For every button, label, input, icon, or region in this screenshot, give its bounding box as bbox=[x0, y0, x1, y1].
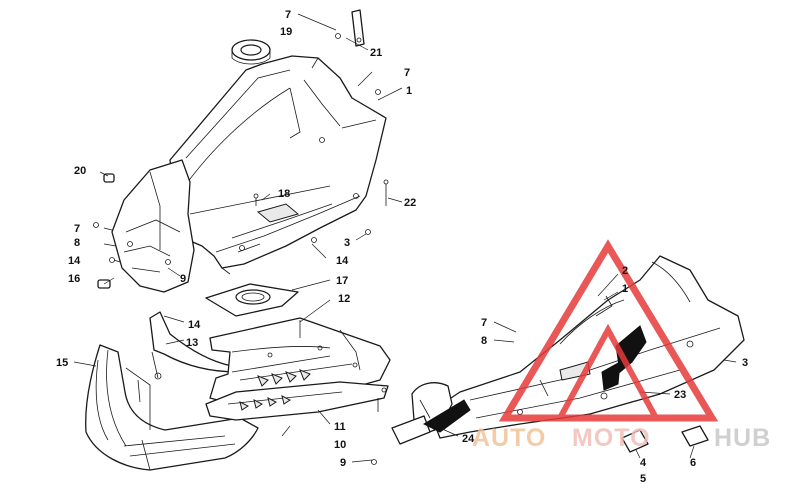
callout-9: 9 bbox=[340, 457, 346, 469]
bracket-part-21 bbox=[351, 9, 365, 47]
callout-7: 7 bbox=[481, 317, 487, 329]
callout-3: 3 bbox=[742, 357, 748, 369]
callout-8: 8 bbox=[74, 237, 80, 249]
watermark-text-hub: HUB bbox=[714, 424, 771, 452]
callout-3: 3 bbox=[344, 237, 350, 249]
callout-18: 18 bbox=[278, 188, 290, 200]
callout-21: 21 bbox=[370, 47, 382, 59]
callout-15: 15 bbox=[56, 357, 68, 369]
inserts-parts-4-6 bbox=[621, 425, 709, 453]
callout-22: 22 bbox=[404, 197, 416, 209]
watermark-text-auto: AUTO bbox=[472, 424, 546, 452]
callout-14: 14 bbox=[336, 255, 349, 267]
callout-7: 7 bbox=[285, 9, 291, 21]
left-side-panel bbox=[111, 159, 195, 293]
rear-assembly-part-1 bbox=[429, 255, 745, 439]
callout-20: 20 bbox=[74, 165, 86, 177]
callout-7: 7 bbox=[404, 67, 410, 79]
callout-13: 13 bbox=[186, 337, 198, 349]
callout-2: 2 bbox=[622, 265, 628, 277]
callout-17: 17 bbox=[336, 275, 348, 287]
front-lower-part-24 bbox=[391, 382, 471, 445]
callout-1: 1 bbox=[622, 283, 628, 295]
callout-labels: 7 19 21 7 1 20 18 22 7 8 3 14 14 9 16 17… bbox=[56, 9, 748, 485]
callout-8: 8 bbox=[481, 335, 487, 347]
watermark-logo: AUTO MOTO HUB bbox=[472, 239, 771, 452]
callout-12: 12 bbox=[338, 293, 350, 305]
callout-24: 24 bbox=[462, 433, 475, 445]
callout-4: 4 bbox=[640, 457, 647, 469]
chassis-shell-part-1 bbox=[169, 55, 387, 275]
callout-7: 7 bbox=[74, 223, 80, 235]
leader-lines bbox=[73, 13, 737, 463]
gasket-plate-part-17 bbox=[205, 283, 299, 317]
callout-9: 9 bbox=[180, 273, 186, 285]
callout-1: 1 bbox=[406, 85, 412, 97]
callout-11: 11 bbox=[334, 421, 346, 433]
skid-plate-part-11 bbox=[205, 369, 389, 421]
callout-19: 19 bbox=[280, 26, 292, 38]
seal-ring-part-19 bbox=[231, 39, 271, 65]
callout-23: 23 bbox=[674, 389, 686, 401]
front-bumper-part-15 bbox=[85, 344, 259, 471]
watermark-text-moto: MOTO bbox=[572, 424, 651, 452]
callout-10: 10 bbox=[334, 439, 346, 451]
callout-16: 16 bbox=[68, 273, 80, 285]
watermark-triangle-inner bbox=[554, 323, 662, 421]
callout-6: 6 bbox=[690, 457, 696, 469]
callout-14: 14 bbox=[188, 319, 201, 331]
callout-5: 5 bbox=[640, 473, 646, 485]
callout-14: 14 bbox=[68, 255, 81, 267]
